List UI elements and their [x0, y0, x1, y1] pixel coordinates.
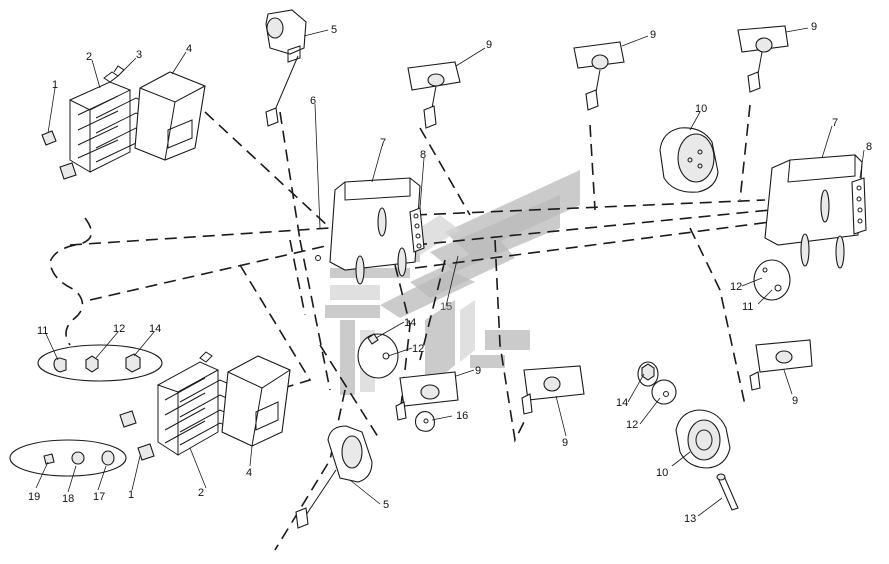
- gauge-10-top: [659, 127, 719, 193]
- callout-labels: 1 2 3 4 5 6 7 8 9 9 9 10 7 8 12 11 11 12…: [28, 21, 872, 525]
- callout-19: 19: [28, 491, 40, 503]
- grommet-12-bottom: [651, 379, 677, 405]
- callout-9-bottom-mid: 9: [562, 437, 568, 449]
- control-unit-7-left: [315, 177, 421, 285]
- callout-9-bottom-right: 9: [792, 395, 798, 407]
- callout-15: 15: [440, 301, 452, 313]
- lamp-9-center-bottom: [395, 371, 459, 421]
- lamp-9-bottom-right: [749, 339, 813, 391]
- callout-17: 17: [93, 491, 105, 503]
- fastener-group-11-12-14: [37, 344, 163, 382]
- callout-10-top: 10: [695, 103, 707, 115]
- lamp-9-top-right: [737, 25, 789, 93]
- sensor-5-bottom: [295, 425, 373, 529]
- callout-9-top-left: 9: [486, 39, 492, 51]
- callout-7-left: 7: [380, 137, 386, 149]
- callout-6: 6: [310, 95, 316, 107]
- callout-12-left: 12: [113, 323, 125, 335]
- gauge-10-bottom: [675, 409, 731, 469]
- fuse-clip-1-top: [41, 130, 77, 180]
- callout-13: 13: [684, 513, 696, 525]
- grommet-14-bottom: [637, 361, 659, 387]
- callout-9-top-right: 9: [811, 21, 817, 33]
- callout-1-bottom: 1: [128, 489, 134, 501]
- fuse-clip-1-bottom: [119, 410, 155, 461]
- connector-8-right: [851, 177, 867, 235]
- lamp-9-top-mid: [573, 41, 625, 111]
- callout-1-top: 1: [52, 79, 58, 91]
- callout-5-top: 5: [331, 24, 337, 36]
- callout-8-left: 8: [420, 149, 426, 161]
- callout-8-right: 8: [866, 141, 872, 153]
- relay-4-top: [134, 71, 206, 161]
- leader-lines: [35, 27, 865, 517]
- callout-3: 3: [136, 49, 142, 61]
- callout-12-center: 12: [412, 343, 424, 355]
- callout-18: 18: [62, 493, 74, 505]
- callout-4-top: 4: [186, 43, 192, 55]
- callout-5-bottom: 5: [383, 499, 389, 511]
- callout-11-right: 11: [742, 301, 753, 313]
- connector-8-left: [409, 207, 425, 253]
- callout-14-center: 14: [404, 317, 416, 329]
- callout-10-bottom: 10: [656, 467, 668, 479]
- relay-bracket-bottom: [156, 351, 239, 456]
- callout-2-top: 2: [86, 51, 92, 63]
- callout-2-bottom: 2: [198, 487, 204, 499]
- grommet-12-right: [753, 259, 791, 301]
- callout-16: 16: [456, 410, 468, 422]
- grommet-14-12-center: [357, 333, 399, 379]
- lamp-9-bottom-mid: [521, 365, 585, 415]
- callout-14-bottom: 14: [616, 397, 628, 409]
- callout-4-bottom: 4: [246, 467, 252, 479]
- callout-12-right: 12: [730, 281, 742, 293]
- control-unit-7-right: [764, 154, 863, 269]
- callout-9-top-mid: 9: [650, 29, 656, 41]
- callout-12-bottom: 12: [626, 419, 638, 431]
- callout-11-left: 11: [37, 325, 48, 337]
- lamp-9-top-left: [407, 61, 461, 129]
- callout-7-right: 7: [832, 117, 838, 129]
- relay-4-bottom: [221, 355, 291, 447]
- sensor-5-top: [265, 9, 307, 127]
- pin-13: [716, 473, 739, 511]
- callout-14-left: 14: [149, 323, 161, 335]
- washer-16: [414, 411, 435, 432]
- callout-9-center: 9: [475, 365, 481, 377]
- fastener-group-17-18-19: [9, 439, 127, 477]
